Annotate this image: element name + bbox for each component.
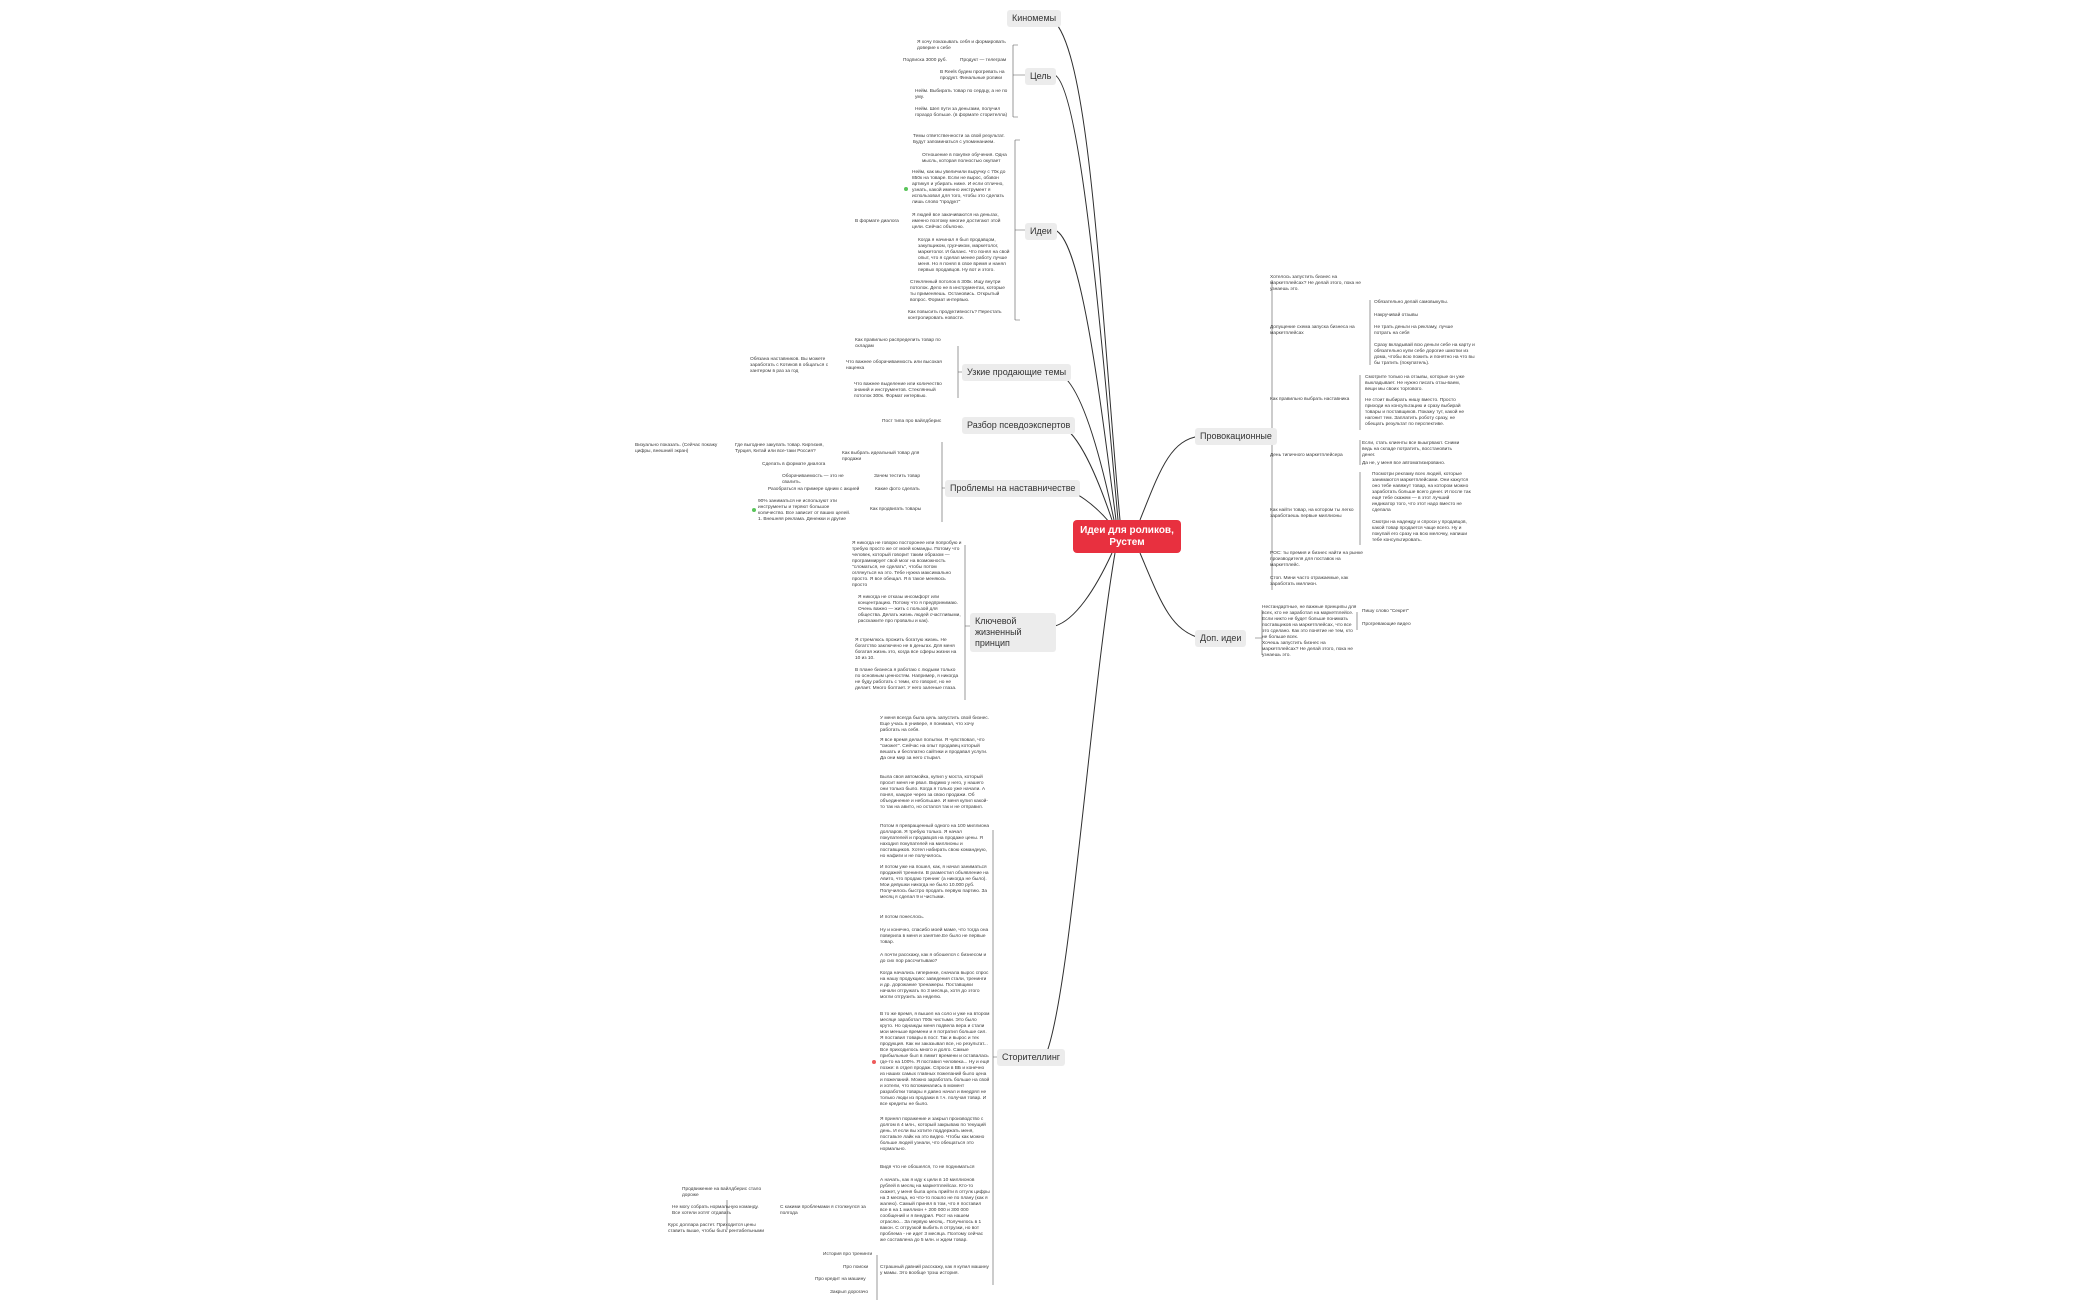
leaf-ideas-5[interactable]: Когда я начинал я был продавцом, закупщи… (918, 238, 1010, 273)
leaf-story-11[interactable]: Я принял поражение и закрыл производство… (880, 1117, 986, 1152)
leaf-mentor-turnover[interactable]: Оборачиваемость — это не свалить. (782, 474, 844, 485)
leaf-goal-2[interactable]: Подписка 3000 руб. (903, 58, 947, 63)
red-marker-icon (872, 1060, 876, 1064)
leaf-extra-1[interactable]: Нестандартные, не важные принципы для вс… (1262, 605, 1357, 640)
topic-kinomemy[interactable]: Киномемы (1007, 10, 1062, 27)
leaf-provoc-stop[interactable]: Стоп. Мини часто отражаемые, как заработ… (1270, 576, 1349, 587)
topic-life-principle[interactable]: Ключевой жизненный принцип (970, 613, 1056, 652)
leaf-provoc-1[interactable]: Хотелось запустить бизнес на маркетплейс… (1270, 275, 1361, 292)
leaf-provoc-scheme[interactable]: Допущение схема запуска бизнеса на марке… (1270, 325, 1355, 336)
leaf-narrow-2[interactable]: Что важнее оборачиваемость или высокая н… (846, 360, 942, 371)
leaf-story-problems[interactable]: С какими проблемами я столкнулся за полг… (780, 1205, 866, 1216)
topic-mentoring-problems[interactable]: Проблемы на наставничестве (945, 480, 1081, 497)
leaf-extra-2[interactable]: Хочешь запустить бизнес на маркетплейсах… (1262, 641, 1353, 658)
leaf-ideas-dialog[interactable]: В формате диалога (855, 219, 899, 224)
leaf-narrow-3[interactable]: Обязана наставников. Вы можете заработат… (750, 357, 829, 374)
leaf-provoc-day-1[interactable]: Если, стать клиенты все выыгрвают. Сними… (1362, 441, 1460, 458)
topic-goal[interactable]: Цель (1025, 68, 1057, 85)
leaf-extra-secret[interactable]: Пишу слово "Секрет" (1362, 609, 1410, 614)
leaf-narrow-1[interactable]: Как правильно распределить товар по скла… (855, 338, 941, 349)
leaf-story-credit[interactable]: Про кредит на машину (815, 1277, 866, 1282)
leaf-story-problem-2[interactable]: Не могу собрать нормальную команду. Все … (672, 1205, 759, 1216)
leaf-story-14[interactable]: Страшный давний расскажу, как я купил ма… (880, 1265, 989, 1276)
leaf-narrow-4[interactable]: Что важнее выделение или количество знан… (854, 382, 942, 399)
leaf-story-13[interactable]: А начать, как я иду к цели в 10 миллионо… (880, 1178, 990, 1243)
topic-storytelling[interactable]: Сторителлинг (997, 1049, 1066, 1066)
leaf-provoc-money[interactable]: Сразу вкладывай всю деньги себе на карту… (1374, 343, 1475, 366)
leaf-provoc-day[interactable]: День типичного маркетплейсера (1270, 453, 1343, 458)
leaf-provoc-mentor-1[interactable]: Смотрите только на отзывы, которые он уж… (1365, 375, 1465, 392)
topic-narrow-themes[interactable]: Узкие продающие темы (962, 364, 1072, 381)
leaf-mentor-visual[interactable]: Визуально показать. (Сейчас покажу цифры… (635, 443, 718, 454)
leaf-story-7[interactable]: Ну и конечно, спасибо моей маме, что тог… (880, 928, 989, 945)
leaf-provoc-reviews[interactable]: Накручивай отзывы (1374, 313, 1418, 318)
leaf-ideas-7[interactable]: Как повысить продуктивность? Перестать к… (908, 310, 1002, 321)
leaf-mentor-choose[interactable]: Как выбрать идеальный товар для продажи (842, 451, 920, 462)
leaf-provoc-product-1[interactable]: Посмотри рекламу всех людей, которые зан… (1372, 472, 1471, 513)
leaf-provoc-roc[interactable]: РОС: ты премия и бизнес найти на рынке п… (1270, 551, 1363, 568)
root-topic[interactable]: Идеи для роликов, Рустем (1073, 520, 1181, 553)
leaf-story-3[interactable]: Была своя автомойка, купил у моста, кото… (880, 775, 988, 810)
leaf-mentor-promote[interactable]: Как продвигать товары (870, 507, 922, 512)
leaf-principle-4[interactable]: В плане бизнеса я работаю с людьми тольк… (855, 668, 959, 691)
leaf-goal-3[interactable]: Продукт — телеграм (960, 58, 1007, 63)
leaf-story-6[interactable]: И потом понеслось. (880, 915, 925, 920)
leaf-ideas-2[interactable]: Отношение в покупке обучения. Одна мысль… (922, 153, 1007, 164)
leaf-provoc-product[interactable]: Как найти товар, на котором ты легко зар… (1270, 508, 1354, 519)
leaf-provoc-ads[interactable]: Не трать деньги на рекламу, лучше потрат… (1374, 325, 1454, 336)
leaf-goal-5[interactable]: Нейм. Выбирать товар по сердцу, а не по … (915, 89, 1008, 100)
leaf-story-12[interactable]: Видя что не обошелся, то не подниматься (880, 1165, 975, 1170)
leaf-story-trainings[interactable]: История про тренинги (823, 1252, 873, 1257)
leaf-provoc-mentor-2[interactable]: Не стоит выбирать нишу вместо. Просто пр… (1365, 398, 1465, 427)
green-marker-icon (904, 187, 908, 191)
topic-provocative[interactable]: Провокационные (1195, 428, 1277, 445)
leaf-ideas-3[interactable]: Нейм, как мы увеличили выручку с 70к до … (912, 170, 1006, 205)
leaf-provoc-self-buy[interactable]: Обязательно делай самовыкупы. (1374, 300, 1449, 305)
leaf-story-2[interactable]: Я все время делал попытки. Я чувствовал,… (880, 738, 988, 761)
leaf-story-8[interactable]: А почти расскажу, как я обошелся с бизне… (880, 953, 987, 964)
leaf-principle-1[interactable]: Я никогда не говорю посторонее или попро… (852, 541, 962, 588)
leaf-provoc-mentor[interactable]: Как правильно выбрать наставника (1270, 397, 1350, 402)
topic-ideas[interactable]: Идеи (1025, 223, 1057, 240)
leaf-mentor-test[interactable]: Зачем тестить товар (874, 474, 921, 479)
leaf-story-5[interactable]: И потом уже на пошел, как, я начал заним… (880, 865, 989, 900)
leaf-mentor-90[interactable]: 90% заниматься не используют эти инструм… (758, 499, 851, 522)
leaf-mentor-promo[interactable]: Разобраться на примере одним с акцией (768, 487, 860, 492)
leaf-principle-2[interactable]: Я никогда не отказы инсомфорт или концен… (858, 595, 961, 624)
leaf-story-searches[interactable]: Про поиски (843, 1265, 869, 1270)
green-marker-icon (752, 508, 756, 512)
leaf-ideas-1[interactable]: Темы ответственности за свой результат. … (913, 134, 1005, 145)
leaf-story-9[interactable]: Когда начались гиперинке, сначала вырос … (880, 971, 989, 1000)
leaf-story-closed[interactable]: Закрыл дорогачо (830, 1290, 869, 1295)
leaf-story-problem-1[interactable]: Продвижение на вайлдберис стало дороже (682, 1187, 762, 1198)
leaf-story-4[interactable]: Потом я превращенный одного на 100 милли… (880, 824, 990, 859)
leaf-provoc-product-2[interactable]: Смотри на надежду и спроси у продавцов, … (1372, 520, 1468, 543)
leaf-goal-4[interactable]: В Reels будем прогревать на продукт. Фин… (940, 70, 1005, 81)
leaf-extra-warmup[interactable]: Прогревающие видео (1362, 622, 1411, 627)
leaf-provoc-day-2[interactable]: Да не, у меня все автоматизировано. (1362, 461, 1446, 466)
topic-extra-ideas[interactable]: Доп. идеи (1195, 630, 1247, 647)
leaf-ideas-6[interactable]: Стеклянный потолок в 300к. Ищу внутри по… (910, 280, 1005, 303)
leaf-story-1[interactable]: У меня всегда была цель запустить свой б… (880, 716, 990, 733)
leaf-experts-1[interactable]: Пост типа про вайлдберис (882, 419, 942, 424)
leaf-mentor-dialog[interactable]: Сделать в формате диалога (762, 462, 826, 467)
leaf-ideas-4[interactable]: Я людей все закачиваются на деньгах, име… (912, 213, 1001, 230)
leaf-story-10[interactable]: В то же время, я вышел на соло и уже на … (880, 1012, 990, 1107)
leaf-story-problem-3[interactable]: Курс доллара растет. Приходится цены ста… (668, 1223, 765, 1234)
leaf-goal-1[interactable]: Я хочу показывать себя и формировать дов… (917, 40, 1006, 51)
leaf-mentor-photos[interactable]: Какие фото сделать (875, 487, 920, 492)
topic-pseudo-experts[interactable]: Разбор псевдоэкспертов (962, 417, 1076, 434)
leaf-principle-3[interactable]: Я стремлюсь прожить богатую жизнь. Не бо… (855, 638, 957, 661)
leaf-goal-6[interactable]: Нейм. Шел пути за деньгами, получил гора… (915, 107, 1008, 118)
leaf-mentor-where-buy[interactable]: Где выгоднее закупать товар. Киргизия, Т… (735, 443, 824, 454)
